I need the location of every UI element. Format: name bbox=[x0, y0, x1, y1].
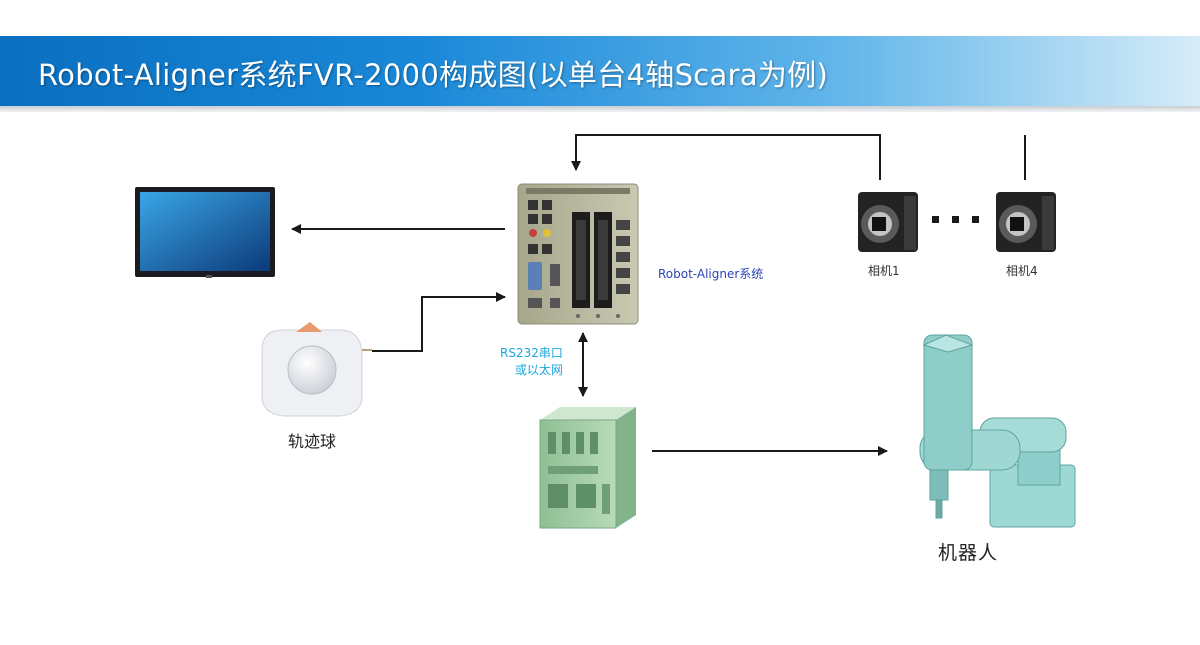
camera-4-label: 相机4 bbox=[1006, 264, 1038, 278]
robot-controller-icon bbox=[539, 407, 636, 529]
edge-trackball-to-system bbox=[372, 292, 506, 352]
link-label-line-2: 或以太网 bbox=[514, 363, 563, 377]
camera-1-label: 相机1 bbox=[868, 264, 900, 278]
trackball-icon bbox=[261, 322, 372, 417]
scara-robot-icon bbox=[919, 334, 1076, 528]
robot-label: 机器人 bbox=[938, 542, 999, 564]
link-label: RS232串口 或以太网 bbox=[500, 345, 563, 379]
link-label-line-1: RS232串口 bbox=[500, 346, 563, 360]
title-banner-shadow bbox=[0, 106, 1200, 112]
edge-camera-to-system bbox=[571, 134, 1026, 180]
page-title: Robot-Aligner系统FVR-2000构成图(以单台4轴Scara为例) bbox=[38, 58, 829, 92]
system-label: Robot-Aligner系统 bbox=[658, 267, 764, 281]
trackball-label: 轨迹球 bbox=[288, 432, 337, 451]
camera-1-icon bbox=[858, 192, 918, 252]
camera-4-icon bbox=[996, 192, 1056, 252]
title-banner bbox=[0, 36, 1200, 106]
ellipsis-icon bbox=[932, 216, 979, 223]
monitor-icon bbox=[135, 187, 275, 278]
industrial-pc-icon bbox=[517, 183, 639, 325]
